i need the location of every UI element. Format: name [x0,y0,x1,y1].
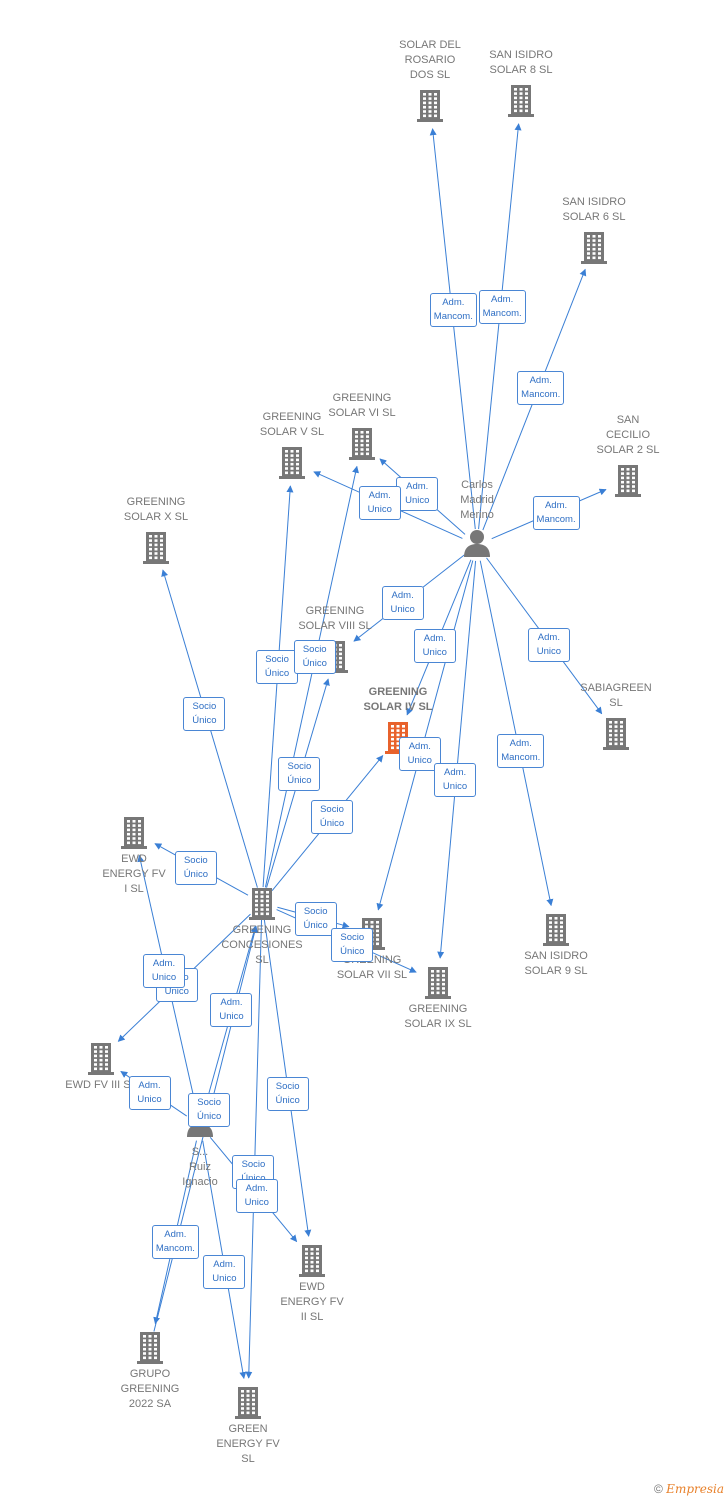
node-label: EWD ENERGY FV I SL [102,853,166,895]
building-icon [541,912,571,951]
relationship-badge[interactable]: Adm. Unico [143,953,186,988]
relationship-badge[interactable]: Socio Único [256,650,299,685]
relationship-badge[interactable]: Adm. Unico [358,485,401,520]
node-label: EWD FV III SL [65,1079,137,1091]
node-label: SAN ISIDRO SOLAR 8 SL [489,49,553,76]
node-label: GREENING SOLAR VIII SL [298,605,372,632]
relationship-badge[interactable]: Socio Único [310,800,353,835]
building-icon [297,1243,327,1282]
relationship-badge[interactable]: Adm. Unico [203,1255,246,1290]
relationship-badge[interactable]: Socio Único [293,639,336,674]
relationship-badge[interactable]: Socio Único [294,901,337,936]
node-label: SABIAGREEN SL [580,682,652,709]
relationship-badge[interactable]: Socio Único [188,1092,231,1127]
building-icon [277,445,307,484]
relationship-badge[interactable]: Adm. Unico [527,627,570,662]
relationship-badge[interactable]: Adm. Unico [434,763,477,798]
copyright-symbol: © [653,1482,663,1496]
relationship-badge[interactable]: Adm. Unico [128,1075,171,1110]
node-label: GREENING SOLAR V SL [259,411,325,438]
building-icon [247,886,277,925]
edge-carlos-to-greening-ix [437,560,477,959]
brand-name: mpresia [674,1482,724,1496]
building-icon [601,716,631,755]
building-icon [579,230,609,269]
building-icon [613,463,643,502]
relationship-badge[interactable]: Adm. Unico [235,1178,278,1213]
relationship-badge[interactable]: Adm. Unico [210,992,253,1027]
relationship-badge[interactable]: Socio Único [266,1077,309,1112]
building-icon [86,1041,116,1080]
relationship-badge[interactable]: Adm. Unico [381,586,424,621]
person-icon [462,528,492,563]
edge-carlos-to-greening-vii [376,560,474,911]
node-label: SOLAR DEL ROSARIO DOS SL [399,39,461,81]
node-label: SAN CECILIO SOLAR 2 SL [596,414,660,456]
relationship-badge[interactable]: Adm. Unico [396,476,439,511]
relationship-badge[interactable]: Socio Único [278,756,321,791]
node-label: GRUPO GREENING 2022 SA [120,1368,180,1410]
edge-carlos-to-san-isidro-8 [478,123,522,530]
edge-carlos-to-solar-rosario [429,128,476,530]
node-label: GREENING SOLAR X SL [123,496,189,523]
relationship-badge[interactable]: Adm. Mancom. [429,292,477,327]
relationship-badge[interactable]: Adm. Mancom. [532,495,580,530]
node-label: GREENING SOLAR IX SL [404,1003,472,1030]
node-label: Carlos Madrid Merino [460,479,494,521]
node-label: GREENING SOLAR IV SL [363,686,433,713]
node-label: EWD ENERGY FV II SL [280,1281,344,1323]
building-icon [233,1385,263,1424]
edge-greening-concesiones-to-green-energy-fv [245,918,263,1379]
building-icon [347,426,377,465]
node-label: GREENING SOLAR VI SL [328,392,396,419]
relationship-badge[interactable]: Adm. Mancom. [517,370,565,405]
building-icon [423,965,453,1004]
edge-greening-concesiones-to-greening-vi [264,465,359,888]
relationship-badge[interactable]: Adm. Unico [398,736,441,771]
empresia-logo: © Empresia [654,1482,724,1496]
relationship-badge[interactable]: Adm. Mancom. [478,290,526,325]
brand-initial: E [666,1482,675,1496]
building-icon [141,530,171,569]
building-icon [506,83,536,122]
node-label: GREEN ENERGY FV SL [216,1423,280,1465]
edge-carlos-to-san-isidro-9 [479,560,554,907]
relationship-badge[interactable]: Adm. Mancom. [497,734,545,769]
building-icon [119,815,149,854]
node-label: SAN ISIDRO SOLAR 9 SL [524,950,588,977]
relationship-badge[interactable]: Socio Único [331,927,374,962]
node-label: S... Ruiz Ignacio [182,1146,218,1188]
building-icon [415,88,445,127]
relationship-badge[interactable]: Socio Único [174,850,217,885]
relationship-badge[interactable]: Adm. Mancom. [151,1225,199,1260]
edge-greening-concesiones-to-greening-v [262,485,294,888]
building-icon [135,1330,165,1369]
node-label: GREENING CONCESIONES SL [221,924,303,966]
relationship-badge[interactable]: Adm. Unico [413,629,456,664]
relationship-badge[interactable]: Socio Único [183,696,226,731]
node-label: SAN ISIDRO SOLAR 6 SL [562,196,626,223]
